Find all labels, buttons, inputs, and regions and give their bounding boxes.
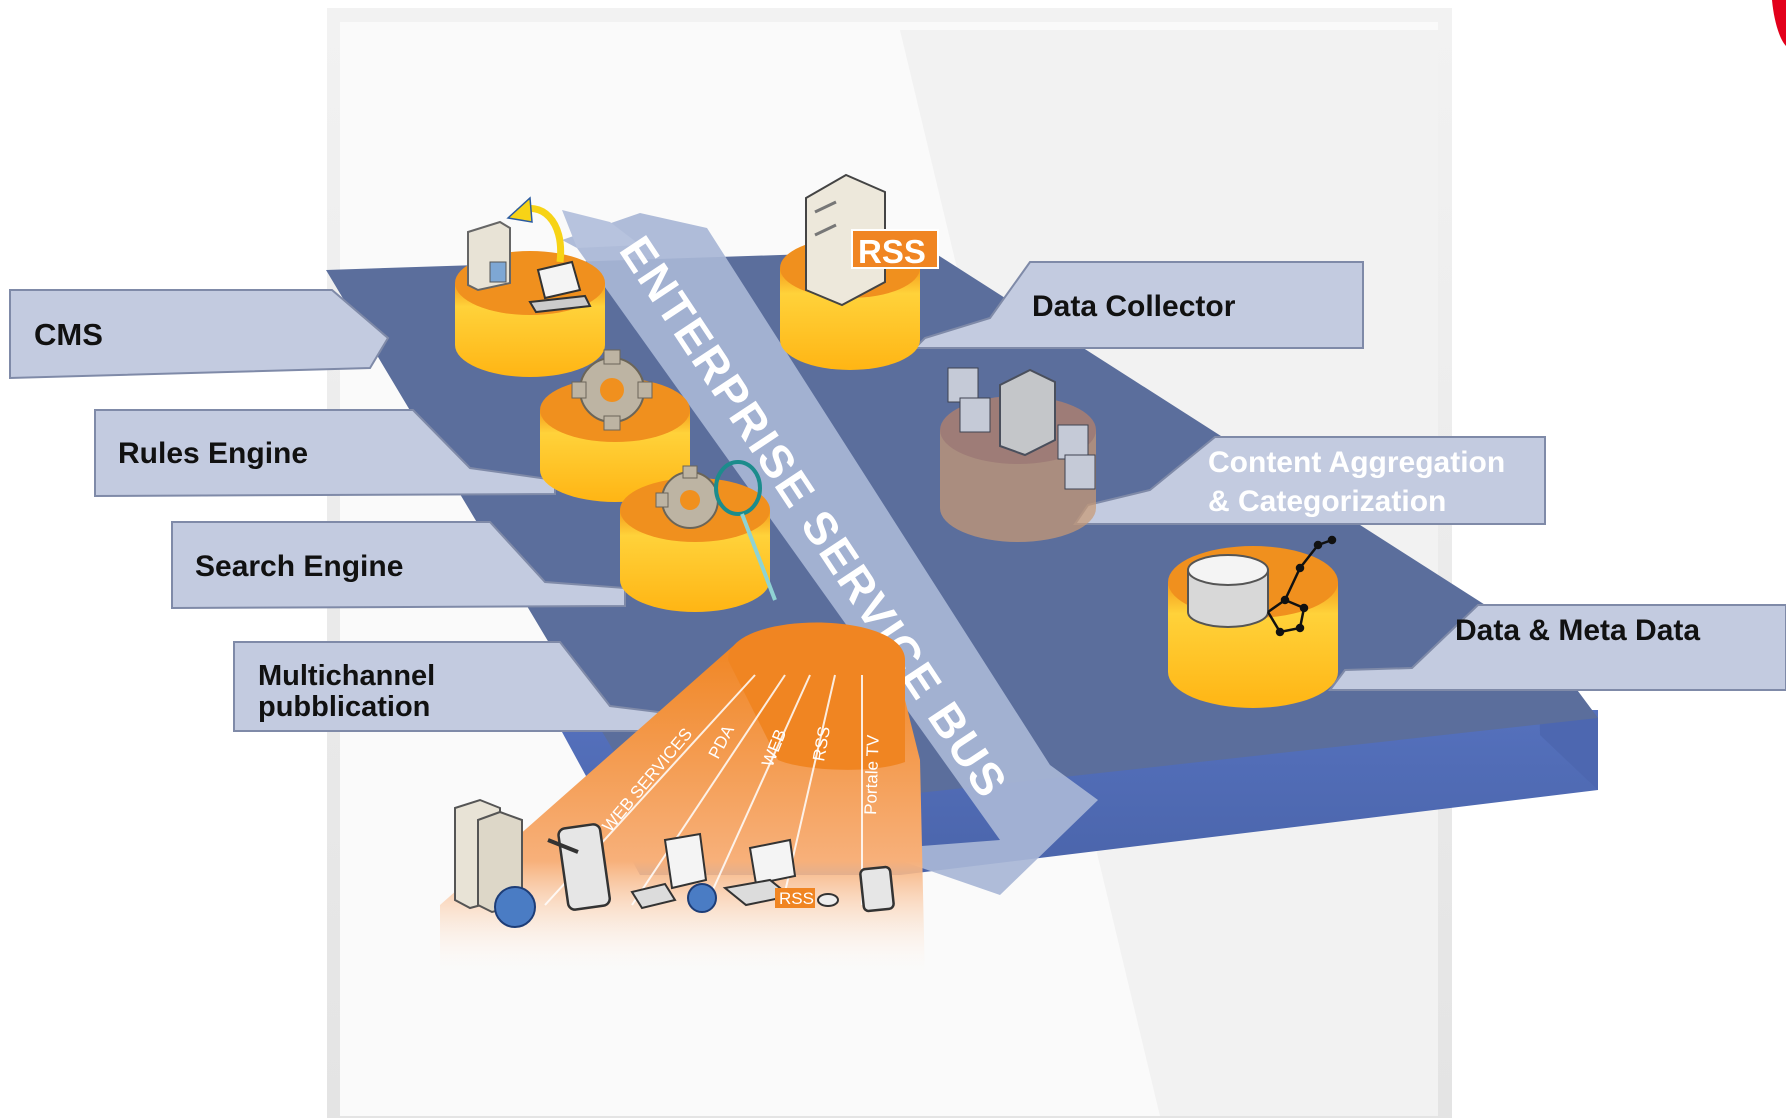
server-icon	[467, 220, 511, 292]
data-meta-data-node	[1168, 535, 1338, 708]
label-content-aggregation-line2: & Categorization	[1208, 485, 1446, 518]
rss-badge-laptop: RSS	[779, 889, 814, 908]
tv-icon	[859, 865, 895, 913]
label-multichannel-line2: pubblication	[258, 691, 430, 723]
molecule-icon	[1266, 535, 1337, 637]
data-collector-node: RSS	[780, 173, 939, 370]
channel-portale-tv: Portale TV	[861, 734, 883, 815]
corner-accent	[1772, 0, 1786, 46]
database-icon	[1187, 554, 1269, 628]
globe-icon-2	[687, 883, 717, 913]
label-data-meta-data-text: Data & Meta Data	[1455, 614, 1700, 647]
label-rules-engine: Rules Engine	[94, 409, 556, 498]
label-cms-text: CMS	[34, 317, 103, 352]
magnifier-icon	[714, 460, 777, 601]
mouse-icon	[817, 893, 839, 907]
label-content-aggregation: Content Aggregation & Categorization	[1073, 436, 1546, 525]
documents-icon	[947, 367, 1096, 490]
label-cms: CMS	[9, 289, 390, 380]
bus-arrow	[562, 213, 1098, 895]
cms-node	[455, 196, 605, 377]
server-icon-collector	[805, 173, 886, 307]
globe-icon	[494, 886, 536, 928]
label-search-engine-text: Search Engine	[195, 550, 403, 583]
label-multichannel-line1: Multichannel	[258, 660, 435, 692]
gear-icon-search	[655, 465, 719, 529]
rss-badge-server	[851, 229, 939, 269]
label-rules-engine-text: Rules Engine	[118, 437, 308, 470]
search-engine-node	[620, 460, 777, 612]
content-aggregation-node	[940, 367, 1096, 542]
label-data-collector-text: Data Collector	[1032, 290, 1236, 323]
gear-icon	[571, 349, 653, 431]
rules-engine-node	[540, 349, 690, 502]
label-data-collector: Data Collector	[912, 261, 1364, 349]
server-cluster-icon	[454, 798, 536, 928]
label-multichannel: Multichannel pubblication	[233, 641, 691, 732]
laptop-rss-icon: RSS	[722, 838, 815, 908]
tablet-icon	[547, 823, 611, 911]
server-icon-aggregation	[999, 368, 1056, 457]
bus-arrow-head-top	[562, 210, 640, 248]
label-content-aggregation-line1: Content Aggregation	[1208, 446, 1505, 479]
label-data-meta-data: Data & Meta Data	[1328, 604, 1786, 691]
rss-badge-server-text: RSS	[858, 233, 926, 270]
laptop-icon	[528, 260, 592, 314]
desktop-pc-icon	[630, 832, 717, 913]
